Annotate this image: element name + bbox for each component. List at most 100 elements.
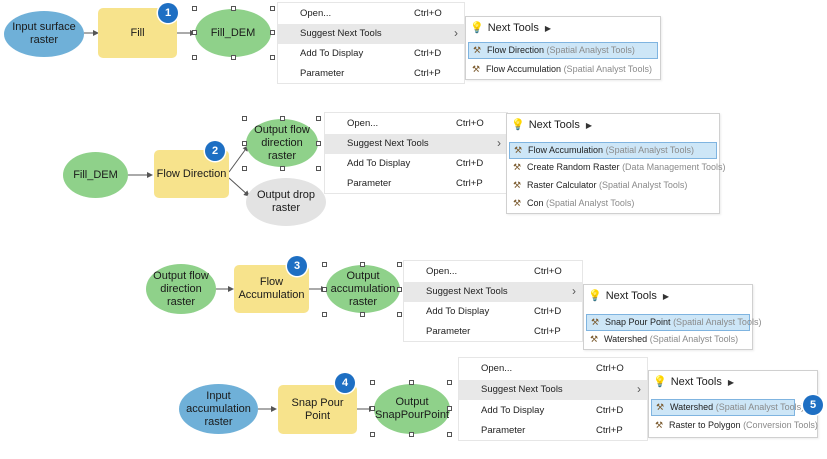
next-tools-submenu-3: 💡Next Tools▶ ⚒Snap Pour Point (Spatial A… xyxy=(583,284,761,350)
selection-handle[interactable] xyxy=(322,312,327,317)
context-menu-4: Open...Ctrl+O Suggest Next Tools› Add To… xyxy=(458,357,648,441)
hammer-icon: ⚒ xyxy=(513,180,522,190)
next-tools-header: 💡Next Tools▶ xyxy=(511,119,593,131)
selection-handle[interactable] xyxy=(397,312,402,317)
next-tool-item[interactable]: ⚒Flow Accumulation (Spatial Analyst Tool… xyxy=(472,64,652,74)
next-tool-item[interactable]: ⚒Raster Calculator (Spatial Analyst Tool… xyxy=(513,180,688,190)
next-tool-item[interactable]: ⚒Raster to Polygon (Conversion Tools) xyxy=(655,420,818,430)
selection-handle[interactable] xyxy=(322,262,327,267)
output-snappourpoint-node[interactable]: Output SnapPourPoint xyxy=(374,384,450,434)
lightbulb-icon: 💡 xyxy=(588,290,602,302)
menu-item-suggest-next-tools[interactable]: Suggest Next Tools› xyxy=(278,24,464,44)
output-drop-raster-node[interactable]: Output drop raster xyxy=(246,178,326,226)
context-menu-1: Open...Ctrl+O Suggest Next Tools› Add To… xyxy=(277,2,465,84)
step-3-badge: 3 xyxy=(287,256,307,276)
triangle-right-icon[interactable]: ▶ xyxy=(585,121,593,130)
hammer-icon: ⚒ xyxy=(513,162,522,172)
input-accumulation-raster-node[interactable]: Input accumulation raster xyxy=(179,384,258,434)
output-flow-direction-raster-node[interactable]: Output flow direction raster xyxy=(246,119,318,167)
selection-handle[interactable] xyxy=(409,432,414,437)
selection-handle[interactable] xyxy=(316,166,321,171)
menu-item-open[interactable]: Open...Ctrl+O xyxy=(481,363,624,374)
lightbulb-icon: 💡 xyxy=(653,376,667,388)
fill-dem-input-node[interactable]: Fill_DEM xyxy=(63,152,128,198)
snap-pour-point-tool-node[interactable]: Snap Pour Point xyxy=(278,385,357,434)
next-tool-item[interactable]: ⚒Watershed (Spatial Analyst Tools) xyxy=(651,399,804,416)
selection-handle[interactable] xyxy=(280,166,285,171)
next-tools-header: 💡Next Tools▶ xyxy=(653,376,735,388)
hammer-icon: ⚒ xyxy=(514,145,523,155)
selection-handle[interactable] xyxy=(370,406,375,411)
selection-handle[interactable] xyxy=(370,432,375,437)
selection-handle[interactable] xyxy=(447,380,452,385)
selection-handle[interactable] xyxy=(270,6,275,11)
selection-handle[interactable] xyxy=(270,30,275,35)
hammer-icon: ⚒ xyxy=(473,45,482,55)
next-tool-item[interactable]: ⚒Watershed (Spatial Analyst Tools) xyxy=(590,334,739,344)
selection-handle[interactable] xyxy=(397,287,402,292)
selection-handle[interactable] xyxy=(370,380,375,385)
selection-handle[interactable] xyxy=(316,141,321,146)
selection-handle[interactable] xyxy=(409,380,414,385)
hammer-icon: ⚒ xyxy=(590,334,599,344)
menu-item-suggest-next-tools[interactable]: Suggest Next Tools› xyxy=(459,380,647,400)
selection-handle[interactable] xyxy=(397,262,402,267)
next-tool-item[interactable]: ⚒Flow Accumulation (Spatial Analyst Tool… xyxy=(509,142,717,159)
hammer-icon: ⚒ xyxy=(591,317,600,327)
next-tool-item[interactable]: ⚒Flow Direction (Spatial Analyst Tools) xyxy=(468,42,658,59)
chevron-right-icon: › xyxy=(572,284,576,298)
selection-handle[interactable] xyxy=(231,55,236,60)
selection-handle[interactable] xyxy=(231,6,236,11)
selection-handle[interactable] xyxy=(242,166,247,171)
selection-handle[interactable] xyxy=(242,141,247,146)
selection-handle[interactable] xyxy=(192,30,197,35)
triangle-right-icon[interactable]: ▶ xyxy=(662,292,670,301)
next-tool-item[interactable]: ⚒Create Random Raster (Data Management T… xyxy=(513,162,726,172)
selection-handle[interactable] xyxy=(270,55,275,60)
selection-handle[interactable] xyxy=(360,312,365,317)
selection-handle[interactable] xyxy=(360,262,365,267)
selection-handle[interactable] xyxy=(447,432,452,437)
selection-handle[interactable] xyxy=(316,116,321,121)
input-surface-raster-node[interactable]: Input surface raster xyxy=(4,11,84,57)
step-1-badge: 1 xyxy=(158,3,178,23)
next-tools-submenu-2: 💡Next Tools▶ ⚒Flow Accumulation (Spatial… xyxy=(506,113,726,214)
output-flow-direction-raster-input-node[interactable]: Output flow direction raster xyxy=(146,264,216,314)
fill-dem-output-node[interactable]: Fill_DEM xyxy=(195,9,271,57)
output-accumulation-raster-node[interactable]: Output accumulation raster xyxy=(326,265,400,313)
next-tools-header: 💡Next Tools▶ xyxy=(470,22,552,34)
lightbulb-icon: 💡 xyxy=(470,22,484,34)
menu-item-suggest-next-tools[interactable]: Suggest Next Tools› xyxy=(404,282,582,302)
menu-item-open[interactable]: Open...Ctrl+O xyxy=(426,266,562,277)
next-tool-item[interactable]: ⚒Con (Spatial Analyst Tools) xyxy=(513,198,635,208)
selection-handle[interactable] xyxy=(280,116,285,121)
hammer-icon: ⚒ xyxy=(656,402,665,412)
next-tool-item[interactable]: ⚒Snap Pour Point (Spatial Analyst Tools) xyxy=(586,314,761,331)
triangle-right-icon[interactable]: ▶ xyxy=(544,24,552,33)
selection-handle[interactable] xyxy=(447,406,452,411)
selection-handle[interactable] xyxy=(242,116,247,121)
menu-item-suggest-next-tools[interactable]: Suggest Next Tools› xyxy=(325,134,507,154)
menu-item-open[interactable]: Open...Ctrl+O xyxy=(300,8,442,19)
menu-item-open[interactable]: Open...Ctrl+O xyxy=(347,118,484,129)
selection-handle[interactable] xyxy=(322,287,327,292)
next-tools-submenu-4: 💡Next Tools▶ ⚒Watershed (Spatial Analyst… xyxy=(648,370,818,438)
triangle-right-icon[interactable]: ▶ xyxy=(727,378,735,387)
hammer-icon: ⚒ xyxy=(472,64,481,74)
next-tools-submenu-1: 💡Next Tools▶ ⚒Flow Direction (Spatial An… xyxy=(465,16,661,80)
selection-handle[interactable] xyxy=(192,55,197,60)
next-tools-header: 💡Next Tools▶ xyxy=(588,290,670,302)
lightbulb-icon: 💡 xyxy=(511,119,525,131)
selection-handle[interactable] xyxy=(192,6,197,11)
hammer-icon: ⚒ xyxy=(655,420,664,430)
step-5-badge: 5 xyxy=(803,395,823,415)
